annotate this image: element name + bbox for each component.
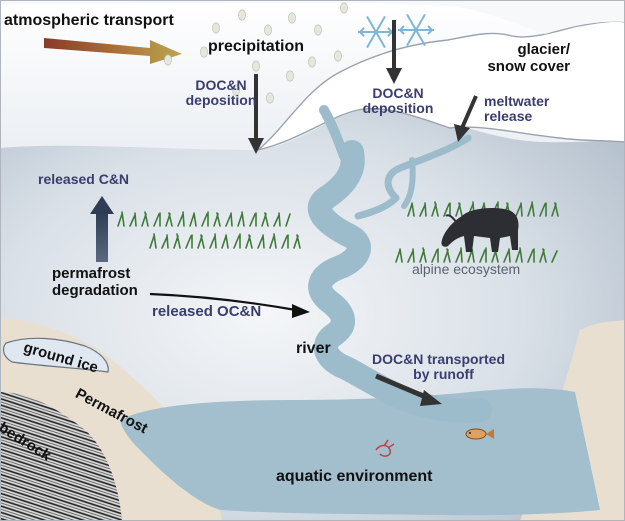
- meltwater-channel-1: [384, 134, 472, 202]
- label-permafrost-degradation: permafrost degradation: [52, 265, 138, 299]
- grass-icon: [395, 201, 559, 263]
- label-doc-deposition-left: DOC&N deposition: [184, 77, 258, 109]
- deposition-arrow-right: [386, 20, 402, 84]
- label-released-cn: released C&N: [38, 171, 130, 187]
- label-atmospheric-transport: atmospheric transport: [4, 12, 174, 29]
- bedrock-layer: [0, 392, 122, 521]
- label-meltwater-release: meltwater release: [484, 93, 550, 125]
- label-released-ocn: released OC&N: [152, 303, 262, 320]
- released-ocn-arrow: [149, 292, 310, 318]
- label-permafrost-degradation-line1: permafrost: [52, 265, 131, 282]
- meltwater-channel-3: [401, 157, 416, 209]
- label-glacier-line1: glacier/: [517, 41, 570, 58]
- label-runoff: DOC&N transported by runoff: [372, 351, 506, 383]
- deposition-arrow-left: [248, 74, 264, 154]
- label-alpine-ecosystem: alpine ecosystem: [412, 261, 521, 277]
- label-aquatic-environment: aquatic environment: [276, 468, 433, 485]
- yak-icon: [441, 208, 519, 252]
- label-doc-deposition-left-line1: DOC&N: [195, 77, 247, 93]
- label-meltwater-line2: release: [484, 108, 533, 125]
- label-glacier: glacier/ snow cover: [470, 41, 570, 75]
- fish-icon: [465, 428, 494, 440]
- ground-ice-lens: [2, 337, 109, 373]
- label-runoff-line1: DOC&N transported: [372, 351, 506, 367]
- label-doc-deposition-right-line2: deposition: [362, 100, 434, 117]
- label-permafrost-degradation-line2: degradation: [52, 281, 138, 299]
- label-doc-deposition-right-line1: DOC&N: [372, 85, 424, 101]
- runoff-arrow: [375, 373, 442, 406]
- label-glacier-line2: snow cover: [487, 57, 570, 75]
- grass-icon: [117, 211, 301, 249]
- meltwater-channel-2: [354, 194, 400, 220]
- glacier-highlight: [0, 0, 625, 34]
- atmospheric-transport-arrow: [44, 38, 182, 64]
- meltwater-arrow: [454, 95, 478, 142]
- label-doc-deposition-right: DOC&N deposition: [360, 85, 436, 117]
- label-runoff-line2: by runoff: [413, 366, 474, 383]
- label-doc-deposition-left-line2: deposition: [185, 92, 257, 109]
- released-cn-arrow: [90, 196, 114, 262]
- label-river: river: [296, 340, 331, 357]
- shrimp-icon: [375, 439, 395, 457]
- river-tributary-left: [319, 105, 349, 161]
- label-precipitation: precipitation: [208, 38, 305, 55]
- label-meltwater-line1: meltwater: [484, 93, 550, 109]
- river: [307, 140, 492, 423]
